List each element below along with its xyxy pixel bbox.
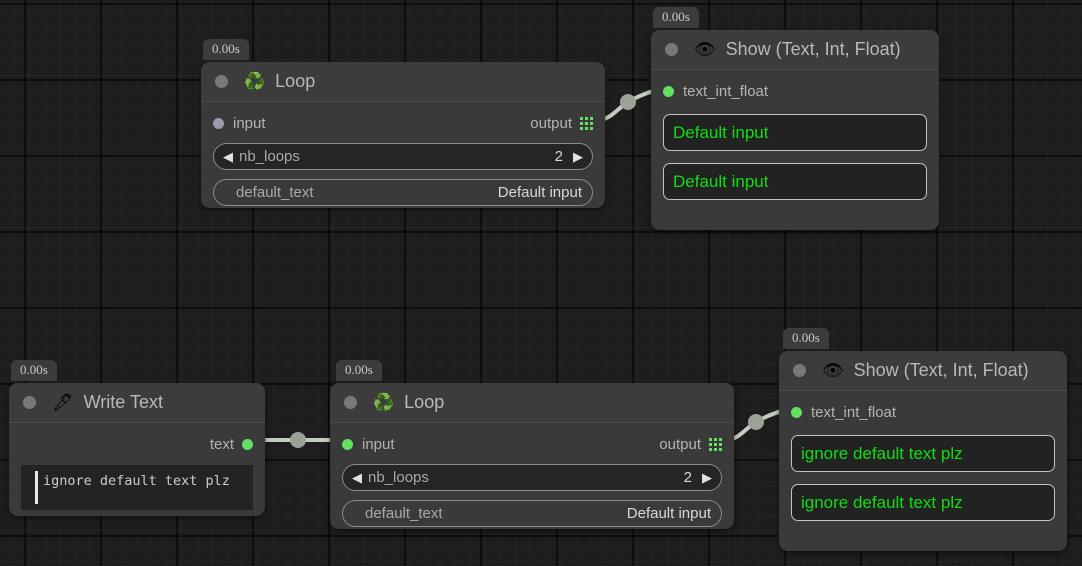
display-box-1-show-top: Default input	[663, 114, 927, 151]
grid-list-icon-loop-top[interactable]	[580, 116, 593, 130]
wire-midpoint-handle-2[interactable]	[290, 432, 306, 448]
input-port-label-show-top: text_int_float	[683, 82, 769, 100]
node-header-write-text[interactable]: 🖋 Write Text	[9, 383, 265, 423]
collapse-toggle-show-bottom[interactable]	[793, 364, 806, 377]
stepper-increment-icon-loop-top[interactable]: ▶	[573, 149, 583, 164]
field-label-nb-loops-loop-bottom: nb_loops	[368, 469, 429, 486]
node-body-write-text: text ignore default text plz	[9, 423, 265, 522]
input-port-label-show-bottom: text_int_float	[811, 403, 897, 421]
node-time-badge-loop-bottom: 0.00s	[336, 360, 382, 382]
field-nb-loops-loop-top[interactable]: ◀ nb_loops 2 ▶	[213, 143, 593, 170]
text-input-value-write-text: ignore default text plz	[43, 473, 230, 489]
node-body-loop-top: input output ◀ nb_loops 2 ▶ default_text…	[201, 102, 605, 218]
node-time-badge-write-text: 0.00s	[11, 360, 57, 382]
wire-midpoint-handle-1[interactable]	[620, 94, 636, 110]
node-body-show-top: text_int_float Default input Default inp…	[651, 70, 939, 212]
node-show-top[interactable]: 👁 Show (Text, Int, Float) text_int_float…	[651, 30, 939, 230]
output-port-label-write-text: text	[209, 435, 234, 453]
node-write-text[interactable]: 🖋 Write Text text ignore default text pl…	[9, 383, 265, 516]
port-row-loop-top: input output	[213, 112, 593, 134]
node-header-show-top[interactable]: 👁 Show (Text, Int, Float)	[651, 30, 939, 70]
node-time-badge-show-bottom: 0.00s	[783, 328, 829, 350]
node-time-badge-loop-top: 0.00s	[203, 39, 249, 61]
field-value-default-text-loop-bottom[interactable]: Default input	[626, 505, 711, 522]
stepper-decrement-icon-loop-bottom[interactable]: ◀	[352, 470, 362, 485]
node-title-write-text: Write Text	[83, 392, 163, 412]
output-port-label-loop-top: output	[530, 114, 572, 132]
node-title-show-bottom: Show (Text, Int, Float)	[853, 360, 1029, 380]
input-port-loop-top[interactable]	[213, 117, 224, 129]
node-title-loop-top: Loop	[275, 71, 316, 91]
field-value-nb-loops-loop-top[interactable]: 2	[554, 148, 563, 165]
node-body-show-bottom: text_int_float ignore default text plz i…	[779, 391, 1067, 533]
input-port-show-bottom[interactable]	[791, 406, 802, 418]
port-row-write-text: text	[21, 433, 253, 455]
node-header-show-bottom[interactable]: 👁 Show (Text, Int, Float)	[779, 351, 1067, 391]
input-port-label-loop-top: input	[233, 114, 266, 132]
field-default-text-loop-bottom[interactable]: default_text Default input	[342, 500, 722, 527]
field-label-default-text-loop-top: default_text	[236, 184, 314, 201]
field-nb-loops-loop-bottom[interactable]: ◀ nb_loops 2 ▶	[342, 464, 722, 491]
input-port-loop-bottom[interactable]	[342, 438, 353, 450]
output-port-label-loop-bottom: output	[659, 435, 701, 453]
field-label-nb-loops-loop-top: nb_loops	[239, 148, 300, 165]
collapse-toggle-loop-top[interactable]	[215, 75, 228, 88]
input-port-label-loop-bottom: input	[362, 435, 395, 453]
stepper-increment-icon-loop-bottom[interactable]: ▶	[702, 470, 712, 485]
display-box-2-show-top: Default input	[663, 163, 927, 200]
field-value-default-text-loop-top[interactable]: Default input	[497, 184, 582, 201]
field-label-default-text-loop-bottom: default_text	[365, 505, 443, 522]
pen-nib-icon: 🖋	[52, 393, 74, 412]
collapse-toggle-show-top[interactable]	[665, 43, 678, 56]
node-loop-bottom[interactable]: ♻️ Loop input output ◀ nb_loops 2 ▶	[330, 383, 734, 529]
recycle-icon: ♻️	[244, 72, 266, 91]
eye-icon: 👁	[822, 361, 844, 380]
display-box-1-show-bottom: ignore default text plz	[791, 435, 1055, 472]
node-header-loop-top[interactable]: ♻️ Loop	[201, 62, 605, 102]
node-show-bottom[interactable]: 👁 Show (Text, Int, Float) text_int_float…	[779, 351, 1067, 551]
port-row-show-top: text_int_float	[663, 80, 927, 102]
node-loop-top[interactable]: ♻️ Loop input output ◀ nb_loops 2 ▶	[201, 62, 605, 208]
port-row-show-bottom: text_int_float	[791, 401, 1055, 423]
stepper-decrement-icon-loop-top[interactable]: ◀	[223, 149, 233, 164]
text-caret	[35, 471, 38, 504]
wire-midpoint-handle-3[interactable]	[748, 414, 764, 430]
collapse-toggle-write-text[interactable]	[23, 396, 36, 409]
input-port-show-top[interactable]	[663, 85, 674, 97]
recycle-icon: ♻️	[373, 393, 395, 412]
node-time-badge-show-top: 0.00s	[653, 7, 699, 29]
field-value-nb-loops-loop-bottom[interactable]: 2	[683, 469, 692, 486]
field-default-text-loop-top[interactable]: default_text Default input	[213, 179, 593, 206]
output-port-write-text[interactable]	[242, 438, 253, 450]
node-title-show-top: Show (Text, Int, Float)	[725, 39, 901, 59]
collapse-toggle-loop-bottom[interactable]	[344, 396, 357, 409]
grid-list-icon-loop-bottom[interactable]	[709, 437, 722, 451]
display-box-2-show-bottom: ignore default text plz	[791, 484, 1055, 521]
node-header-loop-bottom[interactable]: ♻️ Loop	[330, 383, 734, 423]
node-title-loop-bottom: Loop	[404, 392, 445, 412]
node-body-loop-bottom: input output ◀ nb_loops 2 ▶ default_text…	[330, 423, 734, 539]
port-row-loop-bottom: input output	[342, 433, 722, 455]
text-input-write-text[interactable]: ignore default text plz	[21, 465, 253, 510]
eye-icon: 👁	[694, 40, 716, 59]
